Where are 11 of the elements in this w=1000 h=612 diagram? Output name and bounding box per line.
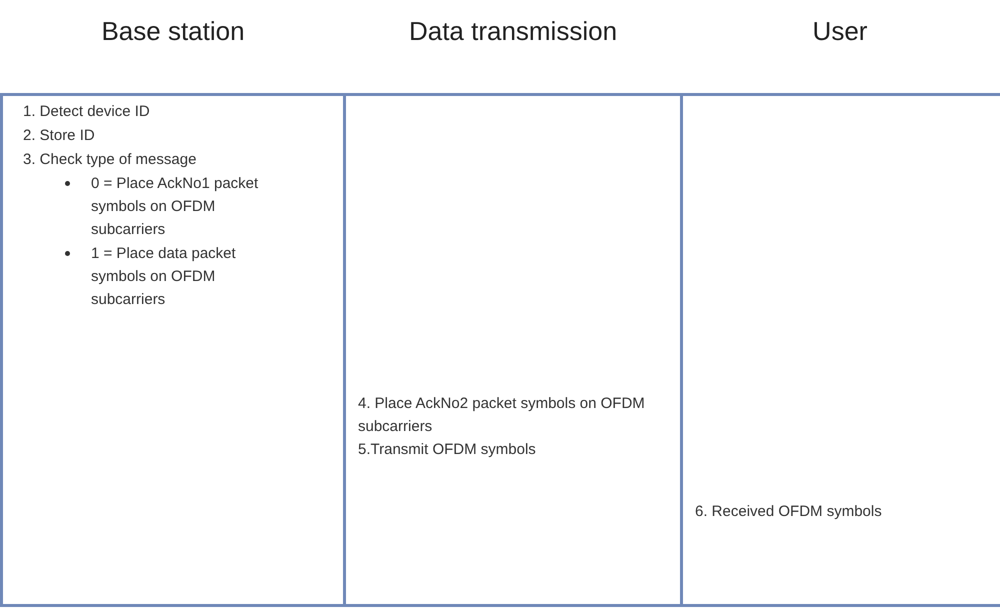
step-text: 2. Store ID bbox=[23, 126, 96, 146]
lane-heading: Data transmission bbox=[408, 16, 618, 47]
step-text: 3. Check type of message bbox=[23, 150, 198, 170]
step-text: 5.Transmit OFDM symbols bbox=[358, 440, 537, 460]
step-text: 6. Received OFDM symbols bbox=[695, 502, 883, 522]
step-text: 1. Detect device ID bbox=[23, 102, 151, 122]
list-item-text: 1 = Place data packet symbols on OFDM subcarriers bbox=[91, 244, 237, 310]
step-text: 4. Place AckNo2 packet symbols on OFDM subcarriers bbox=[358, 394, 646, 437]
lane-heading: User bbox=[812, 16, 868, 47]
list-item-text: 0 = Place AckNo1 packet symbols on OFDM subcarriers bbox=[91, 174, 260, 240]
lane-heading: Base station bbox=[101, 16, 245, 47]
